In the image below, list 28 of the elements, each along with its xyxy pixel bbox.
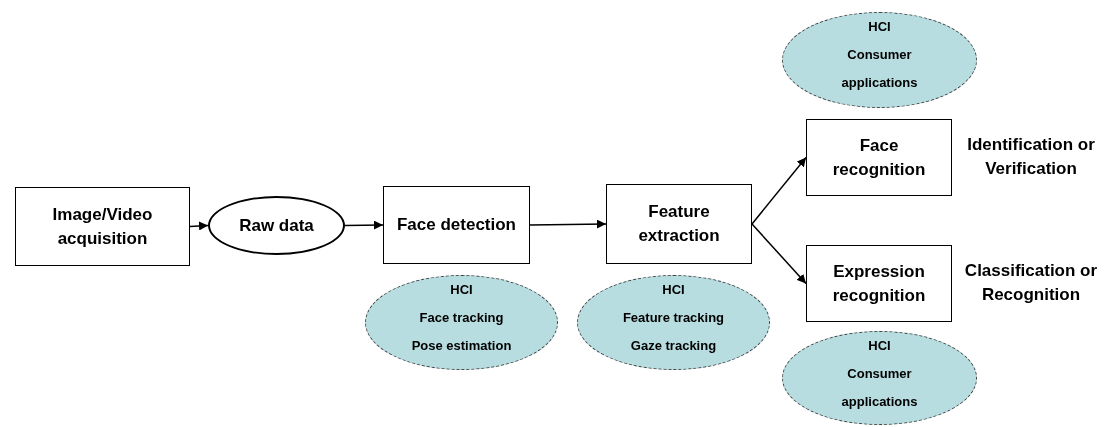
heading-text: HCI [662,281,685,299]
arrow [529,219,607,229]
node-text: Face recognition [831,134,927,181]
node-text: Pose estimation [411,337,512,355]
heading-text: HCI [868,18,891,36]
node-text: Face tracking [419,309,504,327]
process-box [806,245,952,322]
node-text: Raw data [239,214,314,237]
node-text: Face detection [395,214,517,236]
process-box [606,184,752,264]
heading-text: HCI [868,337,891,355]
node-text: Feature tracking [622,309,725,327]
outcome-text: Classification or Recognition [963,260,1099,306]
node-text: Image/Video acquisition [51,203,154,250]
arrow [344,220,384,230]
process-box [383,186,530,264]
process-box [806,119,952,196]
node-text: Feature extraction [637,201,721,247]
node-text: Gaze tracking [630,337,717,355]
arrow [189,221,209,231]
process-box [15,187,190,266]
node-text: Expression recognition [831,260,927,307]
arrow [751,156,807,225]
heading-text: HCI [450,281,473,299]
node-text: Consumer applications [840,46,919,92]
arrow [751,223,807,285]
outcome-text: Identification or Verification [966,134,1096,180]
node-text: Consumer applications [840,365,919,411]
